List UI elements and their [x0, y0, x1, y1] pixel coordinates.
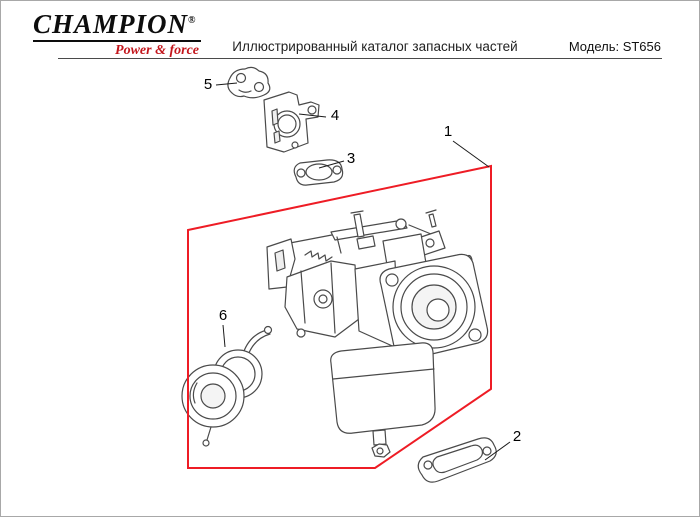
- part-4-bracket: [263, 91, 320, 153]
- logo-text: CHAMPION: [33, 9, 189, 39]
- callout-part-4[interactable]: 4: [330, 107, 340, 124]
- page-title: Иллюстрированный каталог запасных частей: [232, 39, 518, 54]
- logo-registered-mark: ®: [188, 15, 196, 26]
- part-6-primer-cap: [181, 325, 273, 447]
- part-1-highlight-box: [187, 164, 492, 469]
- callout-part-6[interactable]: 6: [218, 307, 228, 324]
- logo-tagline: Power & force: [115, 43, 199, 58]
- champion-logo: CHAMPION® Power & force: [33, 11, 203, 59]
- callout-part-3[interactable]: 3: [346, 150, 356, 167]
- logo-underline: [33, 40, 201, 42]
- callout-leader-lines: [215, 82, 511, 461]
- part-3-gasket: [293, 159, 344, 186]
- callout-part-2[interactable]: 2: [512, 428, 522, 445]
- part-5-gasket: [227, 66, 271, 99]
- header-divider: [58, 58, 662, 59]
- model-label: Модель: ST656: [568, 39, 661, 54]
- part-1-carburetor: [266, 209, 489, 458]
- logo-text-row: CHAMPION®: [33, 11, 203, 38]
- callout-part-1[interactable]: 1: [443, 123, 453, 140]
- part-2-gasket: [417, 437, 497, 483]
- callout-part-5[interactable]: 5: [203, 76, 213, 93]
